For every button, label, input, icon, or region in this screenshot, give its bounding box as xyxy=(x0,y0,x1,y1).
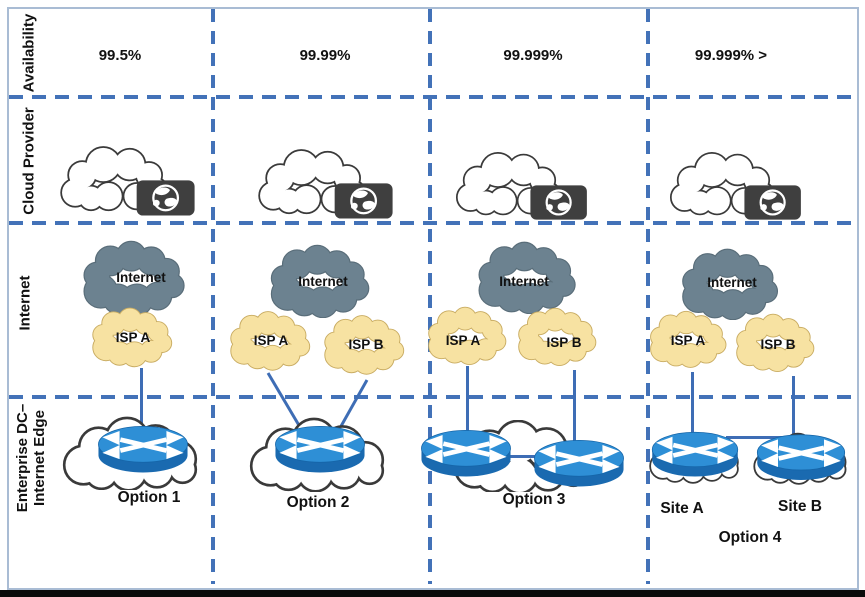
isp-a-link xyxy=(140,368,143,432)
option-label: Option 2 xyxy=(286,494,350,511)
availability-value: 99.999% > xyxy=(694,47,768,64)
site-b-label: Site B xyxy=(778,498,822,515)
availability-value: 99.99% xyxy=(299,47,351,64)
isp-b-label: ISP B xyxy=(546,335,582,350)
site-a-label: Site A xyxy=(660,500,704,517)
isp-a-label: ISP A xyxy=(670,333,706,348)
row-divider xyxy=(9,395,855,399)
row-divider xyxy=(9,221,855,225)
cloud-provider-globe-icon xyxy=(446,146,596,223)
column-divider xyxy=(646,9,650,584)
isp-b-label: ISP B xyxy=(760,337,796,352)
internet-label: Internet xyxy=(116,270,166,285)
isp-a-label: ISP A xyxy=(115,330,151,345)
row-label-line2: Internet Edge xyxy=(31,410,48,506)
cloud-provider-globe-icon xyxy=(250,143,400,222)
column-divider xyxy=(211,9,215,584)
router-icon xyxy=(96,424,190,474)
isp-a-link xyxy=(466,366,469,434)
isp-b-link xyxy=(573,370,576,446)
option-label: Option 1 xyxy=(117,489,181,506)
isp-b-link xyxy=(792,376,795,443)
internet-label: Internet xyxy=(298,274,348,289)
router-link xyxy=(500,455,546,458)
option-label: Option 3 xyxy=(502,491,566,508)
isp-b-label: ISP B xyxy=(348,337,384,352)
cloud-provider-globe-icon xyxy=(660,146,810,223)
router-icon xyxy=(532,438,626,488)
router-icon xyxy=(650,430,740,478)
inter-site-link xyxy=(726,436,795,439)
isp-a-link xyxy=(691,372,694,448)
router-icon xyxy=(419,428,513,478)
isp-a-label: ISP A xyxy=(253,333,289,348)
internet-label: Internet xyxy=(707,275,757,290)
row-label-line1: Enterprise DC– xyxy=(14,403,31,513)
router-icon xyxy=(755,432,847,482)
column-divider xyxy=(428,9,432,584)
option-label: Option 4 xyxy=(718,529,782,546)
availability-value: 99.5% xyxy=(98,47,142,64)
router-icon xyxy=(273,424,367,474)
internet-label: Internet xyxy=(499,274,549,289)
bottom-edge-bar xyxy=(0,590,865,597)
availability-value: 99.999% xyxy=(503,47,563,64)
isp-a-label: ISP A xyxy=(445,333,481,348)
row-label-enterprise-dc-internet-edge: Enterprise DC– Internet Edge xyxy=(14,358,48,558)
cloud-provider-globe-icon xyxy=(52,140,202,219)
row-divider xyxy=(9,95,855,99)
